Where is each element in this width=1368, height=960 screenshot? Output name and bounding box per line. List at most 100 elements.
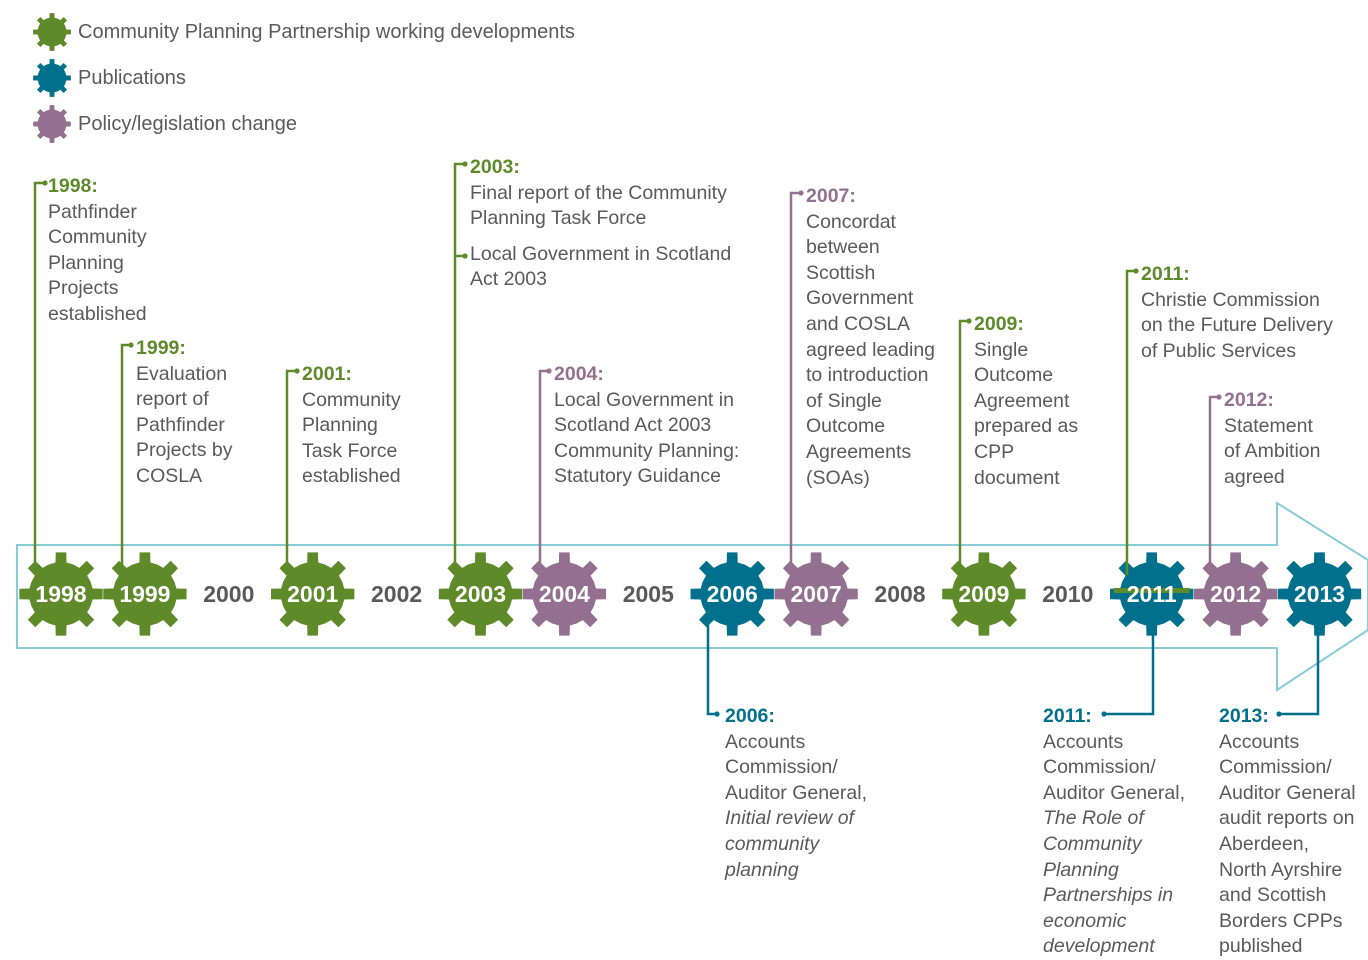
timeline-year-gear: 2001	[271, 552, 355, 636]
connector-2011-christie	[1125, 269, 1136, 575]
svg-text:2010: 2010	[1042, 581, 1093, 607]
event-year: 2006:	[725, 705, 775, 727]
svg-text:2003: 2003	[455, 581, 506, 607]
svg-text:1998: 1998	[35, 581, 86, 607]
connector-2004	[538, 369, 549, 575]
event-text: Local Government in Scotland	[470, 242, 732, 265]
event-2006: 2006: Accounts Commission/ Auditor Gener…	[725, 704, 867, 883]
event-year: 2009:	[974, 313, 1024, 335]
event-year: 1999:	[136, 337, 186, 359]
event-year: 1998:	[48, 175, 98, 197]
publication-title: community	[725, 832, 820, 855]
event-1998: 1998: Pathfinder Community Planning Proj…	[48, 174, 147, 328]
connector-2013	[1279, 630, 1320, 716]
legend-item-policy: Policy/legislation change	[32, 104, 297, 144]
event-text: Community	[48, 226, 147, 249]
timeline-year: 2008	[874, 581, 925, 607]
event-text: Accounts	[1219, 730, 1300, 753]
event-2007: 2007: Concordat between Scottish Governm…	[806, 184, 935, 491]
event-text: Outcome	[974, 364, 1054, 387]
event-text: established	[302, 465, 401, 488]
event-text: North Ayrshire	[1219, 858, 1343, 881]
event-1999: 1999: Evaluation report of Pathfinder Pr…	[136, 336, 232, 490]
event-text: Planning	[302, 414, 378, 437]
timeline-year-gear: 2007	[774, 552, 858, 636]
connector-2007	[789, 191, 801, 575]
event-text: Commission/	[1219, 756, 1332, 779]
svg-text:2007: 2007	[791, 581, 842, 607]
event-text: of Public Services	[1141, 339, 1296, 362]
timeline-year-gear: 2011	[1110, 552, 1194, 636]
svg-text:2000: 2000	[203, 581, 254, 607]
event-text: CPP	[974, 440, 1015, 463]
publication-title: Planning	[1043, 858, 1119, 881]
svg-text:1999: 1999	[119, 581, 170, 607]
gear-icon	[33, 105, 71, 143]
event-text: Planning Task Force	[470, 207, 647, 230]
event-text: Evaluation	[136, 362, 228, 385]
event-text: document	[974, 466, 1060, 489]
svg-text:2013: 2013	[1294, 581, 1345, 607]
event-text: published	[1219, 935, 1303, 958]
event-text: (SOAs)	[806, 466, 870, 489]
event-text: agreed leading	[806, 338, 936, 361]
event-text: to introduction	[806, 364, 929, 387]
gear-icon	[33, 59, 71, 97]
svg-text:2012: 2012	[1210, 581, 1261, 607]
publication-title: Community	[1043, 832, 1142, 855]
event-text: on the Future Delivery	[1141, 314, 1333, 337]
connector-dot	[798, 190, 804, 196]
legend-label: Community Planning Partnership working d…	[78, 20, 575, 43]
connector-1999	[120, 343, 131, 575]
connector-dot	[1276, 711, 1282, 717]
event-text: Outcome	[806, 415, 886, 438]
event-year: 2001:	[302, 363, 352, 385]
event-text: Statutory Guidance	[554, 465, 721, 488]
connector-dot	[1101, 711, 1107, 717]
timeline-year-gear: 1998	[19, 552, 103, 636]
legend-item-cpp: Community Planning Partnership working d…	[32, 12, 575, 52]
connector-2003	[453, 162, 465, 575]
event-2011-publication: 2011: Accounts Commission/ Auditor Gener…	[1043, 704, 1185, 960]
connector-dot	[714, 711, 720, 717]
connector-2009	[958, 319, 969, 575]
event-text: Accounts	[1043, 730, 1124, 753]
event-2001: 2001: Community Planning Task Force esta…	[302, 362, 401, 490]
timeline-year-gear: 2006	[690, 552, 774, 636]
connector-2006	[706, 614, 717, 716]
event-2013: 2013: Accounts Commission/ Auditor Gener…	[1219, 704, 1356, 960]
event-text: Final report of the Community	[470, 181, 727, 204]
svg-text:2008: 2008	[874, 581, 925, 607]
event-text: Government	[806, 287, 914, 310]
event-text: Planning	[48, 251, 124, 274]
event-text: report of	[136, 388, 209, 411]
event-text: Borders CPPs	[1219, 909, 1343, 932]
event-text: Local Government in	[554, 388, 734, 411]
legend-label: Publications	[78, 66, 186, 89]
event-year: 2003:	[470, 156, 520, 178]
event-text: Agreement	[974, 389, 1070, 412]
event-text: Community Planning:	[554, 439, 740, 462]
timeline-year: 2005	[623, 581, 674, 607]
connector-2012	[1208, 395, 1219, 575]
event-text: Single	[974, 338, 1029, 361]
event-text: Commission/	[725, 756, 838, 779]
event-text: of Ambition	[1224, 440, 1321, 463]
timeline-year-gear: 2013	[1277, 552, 1362, 636]
connector-dot	[1216, 394, 1222, 400]
event-text: Projects	[48, 277, 119, 300]
timeline-year-gear: 2012	[1193, 552, 1278, 636]
event-text: of Single	[806, 389, 882, 412]
legend-item-publications: Publications	[32, 58, 186, 98]
event-text: Pathfinder	[48, 200, 137, 223]
event-text: audit reports on	[1219, 807, 1355, 830]
publication-title: development	[1043, 935, 1155, 958]
svg-text:2005: 2005	[623, 581, 674, 607]
event-text: Act 2003	[470, 268, 547, 291]
event-year: 2011:	[1141, 263, 1190, 285]
event-text: Auditor General	[1219, 781, 1356, 804]
event-text: Auditor General,	[1043, 781, 1185, 804]
event-text: and COSLA	[806, 312, 911, 335]
event-2011-christie: 2011: Christie Commission on the Future …	[1141, 262, 1333, 364]
